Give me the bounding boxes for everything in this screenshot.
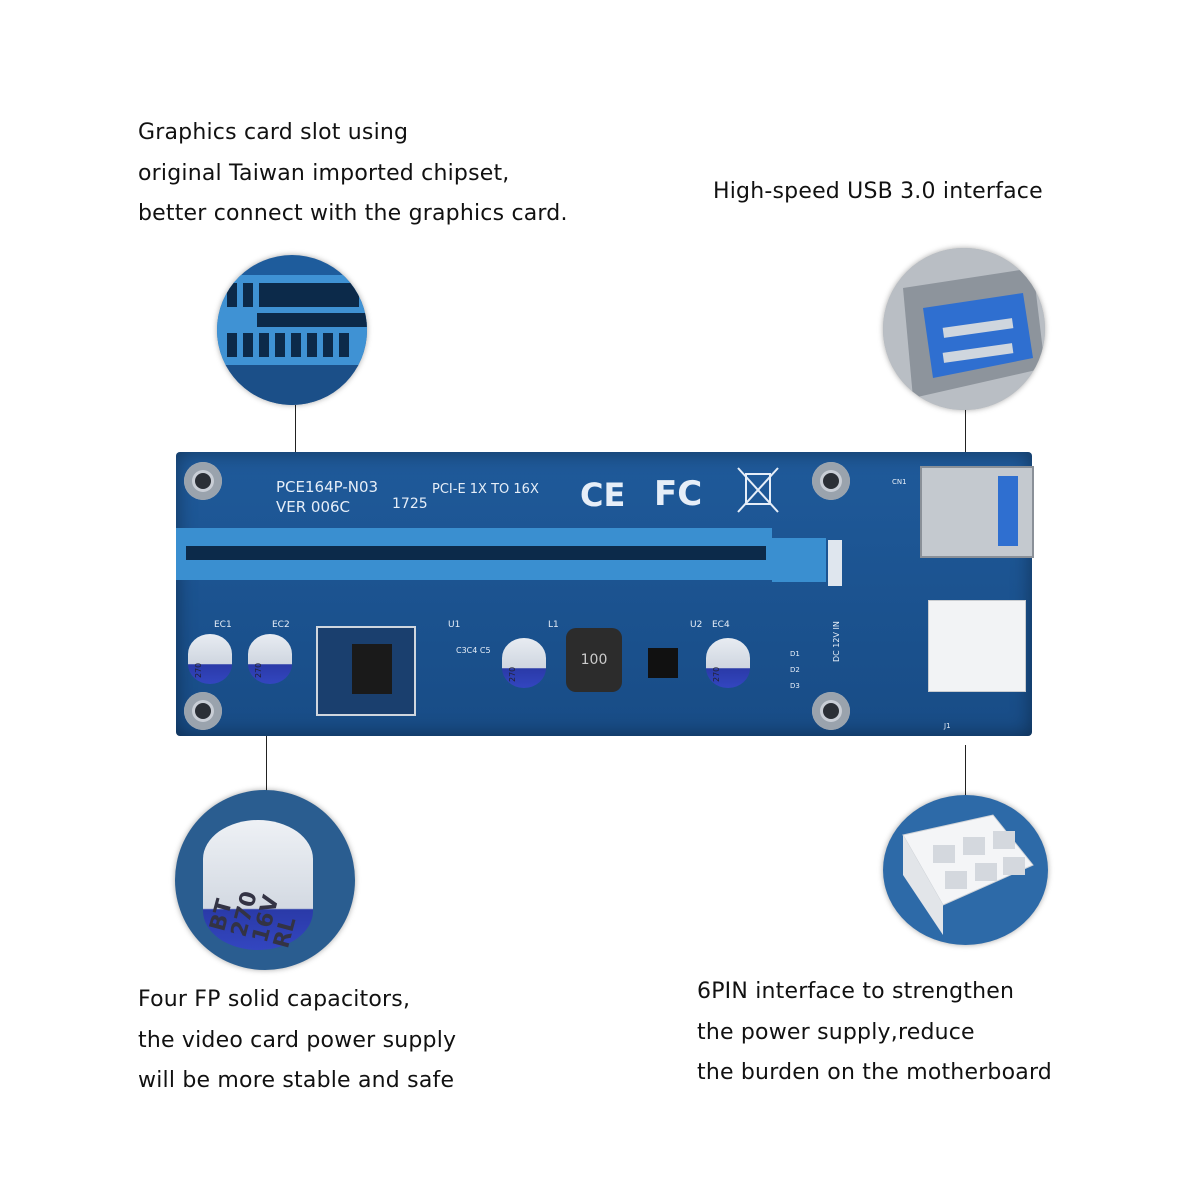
label-d2: D2 <box>790 666 800 674</box>
label-dc12v: DC 12V IN <box>832 621 841 662</box>
caption-slot: Graphics card slot using original Taiwan… <box>138 113 568 235</box>
caption-line: 6PIN interface to strengthen <box>697 979 1015 1004</box>
pcie-riser-board: PCE164P-N03 VER 006C 1725 PCI-E 1X TO 16… <box>176 452 1034 736</box>
label-d1: D1 <box>790 650 800 658</box>
label-cn1: CN1 <box>892 478 907 486</box>
pcie-slot-image <box>217 275 367 405</box>
slot-closeup <box>217 255 367 405</box>
label-j1: J1 <box>944 722 951 730</box>
label-ec1: EC1 <box>214 620 232 630</box>
caption-line: will be more stable and safe <box>138 1068 455 1093</box>
pcie-x16-slot <box>176 528 772 580</box>
inductor: 100 <box>566 628 622 692</box>
caption-line: the video card power supply <box>138 1027 457 1053</box>
fcc-mark: FC <box>654 474 703 514</box>
label-u1: U1 <box>448 620 461 630</box>
caption-capacitors: Four FP solid capacitors, the video card… <box>138 980 456 1102</box>
caption-line: original Taiwan imported chipset, <box>138 160 510 186</box>
chip <box>648 648 678 678</box>
usb3-port <box>920 466 1034 558</box>
solid-capacitor: 270 <box>502 638 546 688</box>
board-interface: PCI-E 1X TO 16X <box>432 482 539 497</box>
mounting-hole <box>812 462 850 500</box>
caption-line: Four FP solid capacitors, <box>138 987 411 1012</box>
mounting-hole <box>184 462 222 500</box>
capacitor-image: BT 270 16V RL <box>203 820 313 951</box>
mounting-hole <box>812 692 850 730</box>
mounting-hole <box>184 692 222 730</box>
6pin-power-connector <box>928 600 1026 692</box>
board-version: VER 006C <box>276 498 351 516</box>
label-d3: D3 <box>790 682 800 690</box>
caption-line: the burden on the motherboard <box>697 1060 1052 1085</box>
caption-line: better connect with the graphics card. <box>138 201 568 226</box>
label-u2: U2 <box>690 620 703 630</box>
caption-line: High-speed USB 3.0 interface <box>713 179 1043 204</box>
ce-mark: CE <box>580 476 626 514</box>
usb-port-image <box>883 248 1045 410</box>
caption-power: 6PIN interface to strengthen the power s… <box>697 972 1052 1094</box>
weee-bin-icon <box>737 467 779 513</box>
board-model: PCE164P-N03 <box>276 478 379 496</box>
leader-line <box>965 745 966 795</box>
caption-line: the power supply,reduce <box>697 1019 975 1045</box>
label-ec4: EC4 <box>712 620 730 630</box>
label-l1: L1 <box>548 620 559 630</box>
slot-latch[interactable] <box>828 540 842 586</box>
6pin-closeup <box>883 795 1048 945</box>
voltage-regulator <box>316 626 416 716</box>
capacitor-closeup: BT 270 16V RL <box>175 790 355 970</box>
label-ec2: EC2 <box>272 620 290 630</box>
leader-line <box>266 730 267 792</box>
solid-capacitor: 270 <box>706 638 750 688</box>
usb-closeup <box>883 248 1045 410</box>
board-date-code: 1725 <box>392 496 428 512</box>
label-c3c4c5: C3C4 C5 <box>456 646 491 655</box>
6pin-connector-image <box>902 814 1034 935</box>
caption-line: Graphics card slot using <box>138 120 409 145</box>
solid-capacitor: 270 <box>188 634 232 684</box>
solid-capacitor: 270 <box>248 634 292 684</box>
caption-usb: High-speed USB 3.0 interface <box>713 172 1043 213</box>
